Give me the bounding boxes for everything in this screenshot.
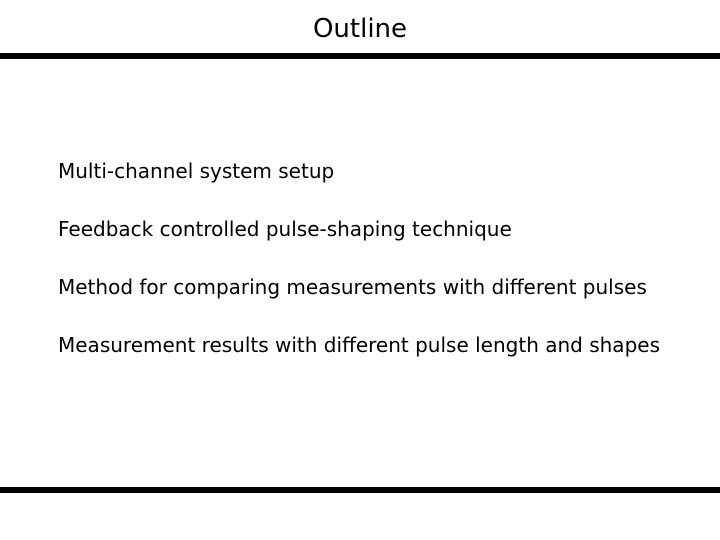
footer-divider-rule	[0, 487, 720, 493]
list-item: Method for comparing measurements with d…	[58, 275, 647, 299]
outline-list: Multi-channel system setup Feedback cont…	[58, 159, 698, 357]
page-title: Outline	[312, 14, 408, 44]
title-divider-rule	[0, 53, 720, 59]
list-item: Feedback controlled pulse-shaping techni…	[58, 217, 512, 241]
list-item: Measurement results with different pulse…	[58, 333, 660, 357]
slide-body: Multi-channel system setup Feedback cont…	[0, 59, 720, 487]
list-item: Multi-channel system setup	[58, 159, 335, 183]
